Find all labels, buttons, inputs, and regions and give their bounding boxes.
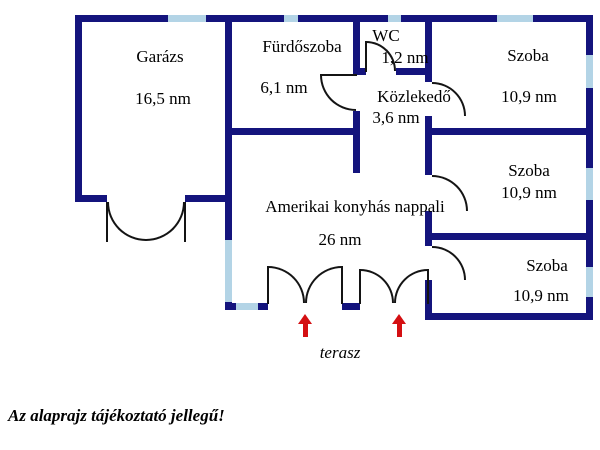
- terrace-door-arc: [268, 266, 305, 303]
- arrow-stem: [302, 324, 308, 337]
- room-middle-area: 10,9 nm: [501, 183, 557, 202]
- wall-segment: [225, 15, 232, 240]
- wall-segment: [225, 303, 236, 310]
- window: [168, 15, 206, 22]
- entrance-arrow: [392, 314, 406, 337]
- living-room-area: 26 nm: [318, 230, 362, 249]
- disclaimer-text: Az alaprajz tájékoztató jellegű!: [8, 406, 225, 425]
- wall-segment: [75, 15, 168, 22]
- window: [236, 303, 258, 310]
- bathroom-door-arc: [320, 75, 356, 111]
- wall-segment: [360, 68, 366, 75]
- wall-segment: [586, 200, 593, 267]
- room-bottom-area: 10,9 nm: [513, 286, 569, 305]
- wall-segment: [425, 116, 432, 175]
- living-room-label: Amerikai konyhás nappali: [265, 197, 445, 216]
- wall-segment: [206, 15, 284, 22]
- up-arrow-icon: [298, 314, 312, 324]
- wall-segment: [353, 111, 360, 135]
- terrace-label: terasz: [319, 343, 361, 362]
- wall-segment: [298, 15, 388, 22]
- room-top-label: Szoba: [507, 46, 549, 65]
- terrace-door-arc: [394, 269, 428, 303]
- room-top-area: 10,9 nm: [501, 87, 557, 106]
- bathroom-area: 6,1 nm: [260, 78, 308, 97]
- wall-segment: [425, 15, 432, 82]
- wall-segment: [75, 195, 107, 202]
- hallway-area: 3,6 nm: [372, 108, 420, 127]
- window: [586, 168, 593, 200]
- wall-segment: [232, 128, 360, 135]
- terrace-door-arc: [360, 269, 394, 303]
- wall-segment: [586, 297, 593, 320]
- entrance-arrow: [298, 314, 312, 337]
- door-leaf: [359, 269, 361, 304]
- wc-area: 1,2 nm: [381, 48, 429, 67]
- wall-segment: [432, 233, 593, 240]
- door-leaf: [320, 74, 357, 76]
- arrow-stem: [396, 324, 402, 337]
- wall-segment: [353, 135, 360, 173]
- garage-door-arc: [146, 202, 185, 241]
- wall-segment: [185, 195, 232, 202]
- door-leaf: [427, 269, 429, 304]
- wc-label: WC: [372, 26, 400, 45]
- bathroom-label: Fürdőszoba: [262, 37, 342, 56]
- wall-segment: [586, 15, 593, 55]
- wall-segment: [342, 303, 360, 310]
- door-leaf: [365, 41, 367, 72]
- wall-segment: [353, 15, 360, 75]
- room-middle-label: Szoba: [508, 161, 550, 180]
- wall-segment: [401, 15, 497, 22]
- door-leaf: [106, 202, 108, 242]
- wall-segment: [425, 313, 593, 320]
- terrace-door-arc: [305, 266, 342, 303]
- wall-segment: [425, 211, 432, 246]
- wall-segment: [258, 303, 268, 310]
- door-leaf: [341, 266, 343, 304]
- door-leaf: [267, 266, 269, 304]
- door-leaf: [184, 202, 186, 242]
- up-arrow-icon: [392, 314, 406, 324]
- window: [586, 55, 593, 88]
- wall-segment: [533, 15, 593, 22]
- garage-door-arc: [107, 202, 146, 241]
- window: [497, 15, 533, 22]
- window: [284, 15, 298, 22]
- window: [388, 15, 401, 22]
- wall-segment: [432, 128, 593, 135]
- wall-segment: [75, 15, 82, 202]
- garage-area: 16,5 nm: [135, 89, 191, 108]
- garage-label: Garázs: [136, 47, 184, 66]
- window: [225, 240, 232, 302]
- room-bottom-door-arc: [432, 246, 466, 280]
- hallway-label: Közlekedő: [377, 87, 451, 106]
- wall-segment: [396, 68, 425, 75]
- window: [586, 267, 593, 297]
- room-bottom-label: Szoba: [526, 256, 568, 275]
- wall-segment: [586, 88, 593, 168]
